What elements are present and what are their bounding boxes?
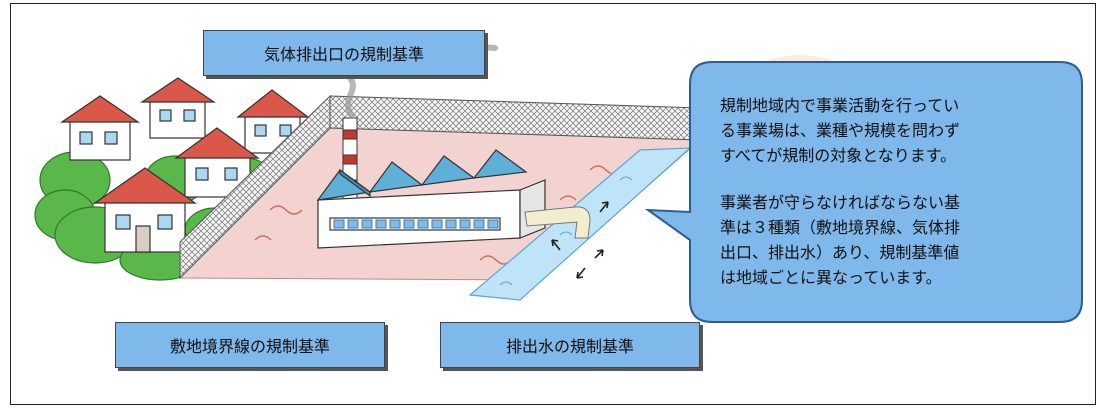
drain-pipe	[524, 206, 591, 239]
gas-outlet-standard-text: 気体排出口の規制基準	[263, 45, 424, 64]
callout-text: 規制地域内で事業活動を行ってい る事業場は、業種や規模を問わず すべてが規制の対…	[720, 93, 1060, 290]
wastewater-standard-label: 排出水の規制基準	[440, 322, 700, 368]
site-boundary-standard-label: 敷地境界線の規制基準	[115, 322, 385, 368]
site-boundary-standard-text: 敷地境界線の規制基準	[169, 337, 330, 356]
houses	[60, 77, 310, 253]
callout-bubble	[644, 61, 1083, 323]
callout-paragraph-1: 規制地域内で事業活動を行ってい る事業場は、業種や規模を問わず すべてが規制の対…	[720, 96, 961, 165]
wastewater-standard-text: 排出水の規制基準	[505, 337, 634, 356]
gas-outlet-standard-label: 気体排出口の規制基準	[203, 30, 485, 76]
callout-paragraph-2: 事業者が守らなければならない基 準は３種類（敷地境界線、気体排 出口、排出水）あ…	[720, 193, 961, 287]
discharge-arrows	[551, 201, 609, 279]
factory	[316, 149, 546, 249]
